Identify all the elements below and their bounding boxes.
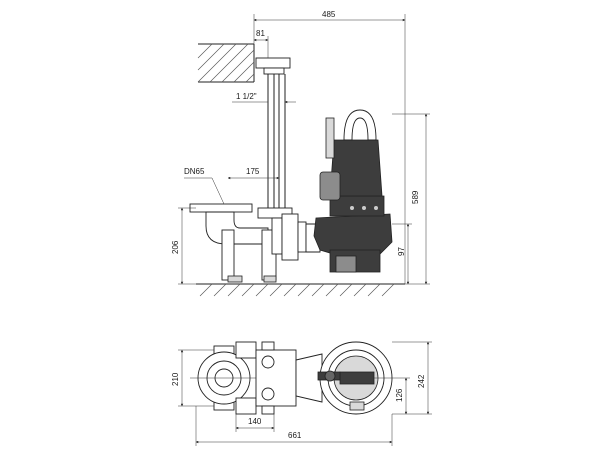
dim-thread: 1 1/2" (232, 92, 296, 104)
dim-label-dn65: DN65 (184, 167, 205, 176)
dim-label-589: 589 (411, 190, 420, 204)
dim-97: 97 (392, 223, 412, 285)
dim-dn65: DN65 (184, 167, 225, 205)
dim-label-97: 97 (397, 247, 406, 256)
dim-589: 589 (392, 113, 430, 285)
pump-body (305, 109, 393, 273)
dim-label-661: 661 (288, 431, 302, 440)
dim-label-81: 81 (256, 29, 265, 38)
dim-175: 175 (227, 167, 280, 180)
discharge-bend (189, 203, 307, 283)
dim-label-242: 242 (417, 374, 426, 388)
dim-label-140: 140 (248, 417, 262, 426)
guide-pipes (267, 74, 286, 212)
dim-label-485: 485 (322, 10, 336, 19)
dim-140: 140 (235, 410, 275, 432)
plan-pump (317, 341, 393, 415)
dim-206: 206 (171, 207, 196, 285)
dim-label-thread: 1 1/2" (236, 92, 257, 101)
dim-label-175: 175 (246, 167, 260, 176)
plan-rails (235, 341, 297, 415)
elevation-view: 485 81 1 1/2" DN65 175 589 (171, 10, 430, 297)
dim-label-126: 126 (395, 388, 404, 402)
plan-flange (190, 345, 258, 411)
plan-duct (295, 353, 323, 403)
plan-view: 210 140 126 242 661 (171, 341, 432, 446)
guide-rail-bracket (255, 57, 291, 75)
dim-126: 126 (374, 377, 410, 415)
dim-label-210: 210 (171, 372, 180, 386)
wall-block (197, 43, 255, 83)
floor (196, 283, 405, 297)
dim-661: 661 (195, 406, 393, 446)
dim-81: 81 (253, 29, 269, 58)
dim-label-206: 206 (171, 240, 180, 254)
dim-242: 242 (392, 341, 432, 415)
